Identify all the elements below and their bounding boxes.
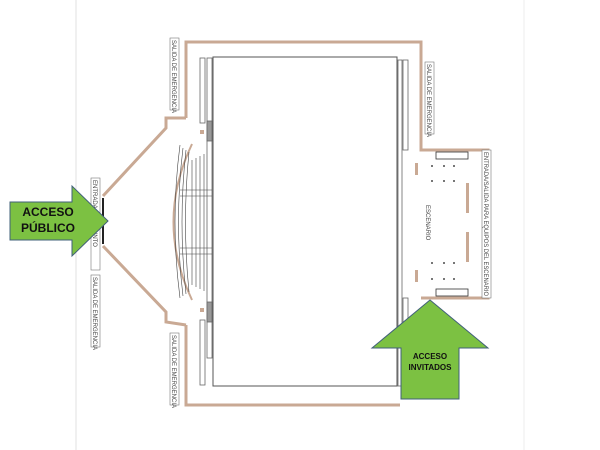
svg-text:PÚBLICO: PÚBLICO [21,220,75,235]
label-exit-bottom-left: SALIDA DE EMERGENCIA [169,332,180,408]
svg-text:SALIDA DE EMERGENCIA: SALIDA DE EMERGENCIA [91,277,97,350]
svg-text:SALIDA DE EMERGENCIA: SALIDA DE EMERGENCIA [170,335,176,408]
outer-wall [101,40,490,407]
label-exit-top-left: SALIDA DE EMERGENCIA [169,37,180,113]
label-exit-top-right: SALIDA DE EMERGENCIA [424,61,435,137]
svg-text:ACCESO: ACCESO [413,352,447,361]
main-hall [212,56,398,387]
label-exit-mid-left: SALIDA DE EMERGENCIA [90,274,101,350]
label-stage: ESCENARIO [424,205,430,241]
svg-text:ENTRADA/SALIDA PARA EQUIPOS DE: ENTRADA/SALIDA PARA EQUIPOS DEL ESCENARI… [482,152,488,296]
public-access-arrow: ACCESO PÚBLICO [9,184,109,258]
svg-text:INVITADOS: INVITADOS [409,363,453,372]
column [200,308,204,312]
svg-text:ACCESO: ACCESO [22,205,73,219]
stage-area [415,151,469,297]
seating-rows [174,144,212,299]
svg-text:SALIDA DE EMERGENCIA: SALIDA DE EMERGENCIA [170,40,176,113]
column [200,130,204,134]
guests-access-arrow: ACCESO INVITADOS [370,299,490,400]
seating-arc-wall [172,143,193,301]
label-stage-equipment: ENTRADA/SALIDA PARA EQUIPOS DEL ESCENARI… [481,149,492,299]
svg-text:SALIDA DE EMERGENCIA: SALIDA DE EMERGENCIA [425,64,431,137]
